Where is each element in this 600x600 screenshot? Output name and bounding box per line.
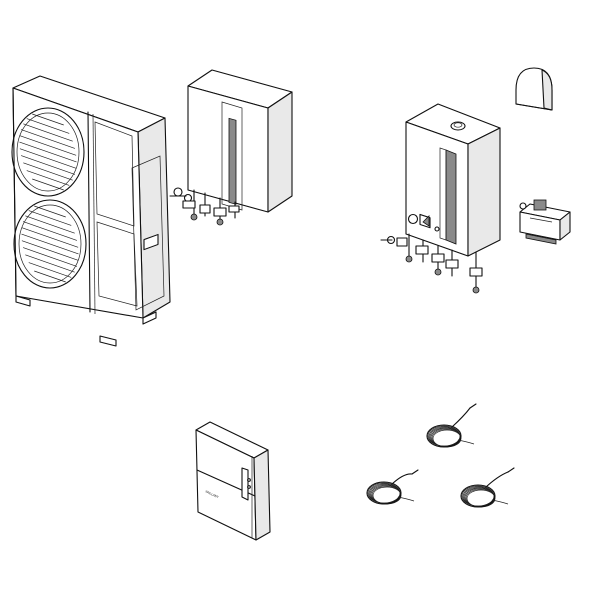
room-controller-icon: VAILLANT bbox=[195, 421, 271, 541]
fan-grille-bottom bbox=[13, 199, 87, 289]
relay-box-icon bbox=[519, 199, 571, 245]
sensor-cable-coil-icon bbox=[460, 467, 515, 508]
fan-grille-top bbox=[11, 107, 85, 197]
hydraulic-pipes-icon bbox=[169, 187, 240, 226]
heat-pump-outdoor-unit-icon bbox=[11, 75, 171, 347]
svg-text:VAILLANT: VAILLANT bbox=[205, 489, 220, 499]
wall-boiler-icon bbox=[380, 103, 501, 294]
sensor-cable-coil-icon bbox=[426, 403, 477, 448]
boiler-pipes-icon bbox=[380, 233, 483, 294]
outdoor-sensor-icon bbox=[515, 67, 553, 111]
hydraulic-module-icon bbox=[169, 69, 293, 226]
sensor-cable-coil-icon bbox=[366, 469, 419, 505]
